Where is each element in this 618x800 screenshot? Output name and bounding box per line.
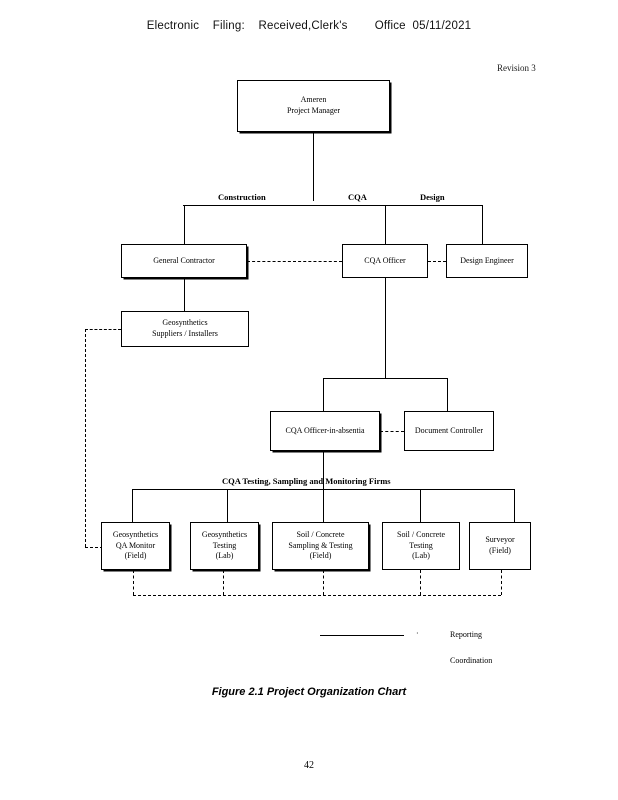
branch-label-design: Design <box>420 192 445 202</box>
connector-branch-bus <box>183 205 483 206</box>
node-label: Geosynthetics QA Monitor (Field) <box>112 529 159 561</box>
legend-label-reporting: Reporting <box>450 630 482 639</box>
connector-coordination-cqa-design <box>428 261 446 262</box>
node-label: Surveyor (Field) <box>485 535 515 555</box>
node-label: Document Controller <box>414 425 484 435</box>
connector-bottom-dash-5 <box>501 570 502 595</box>
node-soil-concrete-sampling: Soil / Concrete Sampling & Testing (Fiel… <box>272 522 369 570</box>
connector-drop-geosynthetics-testing <box>227 489 228 522</box>
connector-bottom-dash-2 <box>223 570 224 595</box>
node-document-controller: Document Controller <box>404 411 494 451</box>
node-label: Geosynthetics Suppliers / Installers <box>152 318 218 338</box>
node-label: Design Engineer <box>460 255 514 265</box>
connector-drop-cqa-officer <box>385 205 386 245</box>
node-surveyor: Surveyor (Field) <box>469 522 531 570</box>
connector-bottom-dash-4 <box>420 570 421 595</box>
connector-gc-to-geosynthetics <box>184 278 185 311</box>
node-label: Ameren Project Manager <box>286 95 341 115</box>
connector-bottom-dash-3 <box>323 570 324 595</box>
branch-label-cqa: CQA <box>348 192 367 202</box>
connector-coordination-gc-cqa <box>247 261 342 262</box>
node-design-engineer: Design Engineer <box>446 244 528 278</box>
node-label: Soil / Concrete Testing (Lab) <box>397 529 445 561</box>
connector-row4-bus <box>323 378 448 379</box>
legend-label-coordination: Coordination <box>450 656 493 665</box>
connector-drop-cqa-in-absentia <box>323 378 324 411</box>
node-cqa-officer-in-absentia: CQA Officer-in-absentia <box>270 411 380 451</box>
node-label: Soil / Concrete Sampling & Testing (Fiel… <box>288 529 353 561</box>
connector-drop-general-contractor <box>184 205 185 245</box>
connector-drop-soil-concrete-sampling <box>323 489 324 522</box>
branch-label-construction: Construction <box>218 192 266 202</box>
node-cqa-officer: CQA Officer <box>342 244 428 278</box>
node-label: Geosynthetics Testing (Lab) <box>201 529 248 561</box>
node-soil-concrete-testing: Soil / Concrete Testing (Lab) <box>382 522 460 570</box>
node-label: General Contractor <box>153 255 215 265</box>
connector-drop-surveyor <box>514 489 515 522</box>
connector-absentia-down <box>323 451 324 489</box>
node-label: CQA Officer-in-absentia <box>285 425 365 435</box>
node-label: CQA Officer <box>364 255 406 265</box>
node-geosynthetics-testing: Geosynthetics Testing (Lab) <box>190 522 259 570</box>
filing-stamp: Electronic Filing: Received,Clerk's Offi… <box>146 20 472 32</box>
node-geosynthetics-suppliers: Geosynthetics Suppliers / Installers <box>121 311 249 347</box>
connector-coordination-absentia-doccontroller <box>380 431 404 432</box>
connector-bottom-dash-1 <box>133 570 134 595</box>
node-geosynthetics-qa-monitor: Geosynthetics QA Monitor (Field) <box>101 522 170 570</box>
connector-ameren-stem <box>313 132 314 201</box>
connector-drop-geosynthetics-qa-monitor <box>132 489 133 522</box>
node-ameren-project-manager: Ameren Project Manager <box>237 80 390 132</box>
connector-bottom-coordination-bus <box>133 595 501 596</box>
legend-coordination-marker: · <box>416 629 419 638</box>
revision-note: Revision 3 <box>497 63 536 73</box>
section-heading-cqa-firms: CQA Testing, Sampling and Monitoring Fir… <box>222 476 391 486</box>
connector-cqa-officer-down <box>385 278 386 378</box>
connector-geosynthetics-left-stub <box>85 329 121 330</box>
legend-reporting-line <box>320 635 404 636</box>
connector-drop-document-controller <box>447 378 448 411</box>
connector-left-margin-to-qa-monitor <box>85 547 103 548</box>
figure-caption: Figure 2.1 Project Organization Chart <box>211 686 407 698</box>
connector-left-margin-dashed <box>85 329 86 547</box>
connector-drop-design-engineer <box>482 205 483 245</box>
page-number: 42 <box>304 760 314 771</box>
connector-drop-soil-concrete-testing <box>420 489 421 522</box>
node-general-contractor: General Contractor <box>121 244 247 278</box>
